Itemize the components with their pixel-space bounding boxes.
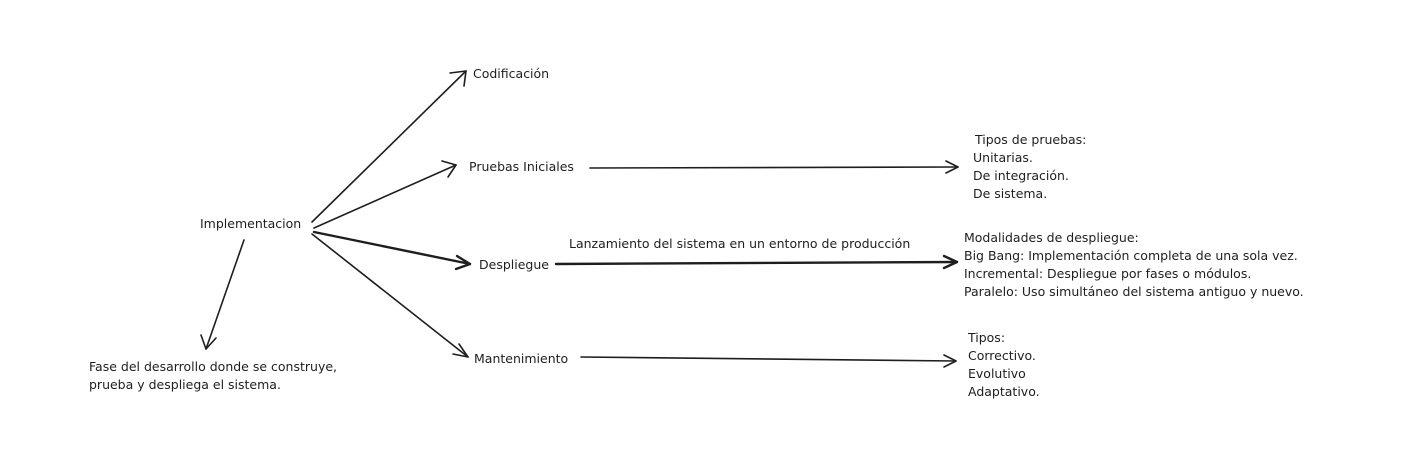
node-despliegue: Despliegue — [479, 257, 549, 272]
arrow-root-to-mantenimiento — [311, 233, 469, 358]
arrow-pruebas-to-details — [589, 160, 959, 174]
despliegue-item: Paralelo: Uso simultáneo del sistema ant… — [964, 284, 1304, 299]
mantenimiento-item: Evolutivo — [968, 366, 1026, 381]
node-mantenimiento: Mantenimiento — [474, 351, 569, 366]
despliegue-heading: Modalidades de despliegue: — [964, 230, 1139, 245]
mantenimiento-item: Adaptativo. — [968, 384, 1040, 399]
node-codificacion: Codificación — [473, 66, 550, 81]
despliegue-details: Modalidades de despliegue: Big Bang: Imp… — [964, 229, 1304, 301]
despliegue-item: Incremental: Despliegue por fases o módu… — [964, 266, 1252, 281]
mantenimiento-item: Correctivo. — [968, 348, 1036, 363]
pruebas-heading: Tipos de pruebas: — [975, 132, 1087, 147]
arrow-mantenimiento-to-details — [580, 354, 957, 368]
node-description: Fase del desarrollo donde se construye, … — [89, 358, 337, 394]
arrow-root-to-codificacion — [311, 70, 467, 223]
pruebas-item: Unitarias. — [973, 150, 1033, 165]
arrow-despliegue-to-details — [554, 254, 959, 270]
node-implementacion: Implementacion — [200, 216, 302, 231]
arrow-root-to-pruebas — [313, 160, 457, 229]
pruebas-item: De integración. — [973, 168, 1069, 183]
description-line-2: prueba y despliega el sistema. — [89, 377, 281, 392]
node-pruebas-iniciales: Pruebas Iniciales — [469, 159, 574, 174]
arrow-root-to-despliegue — [312, 230, 472, 271]
description-line-1: Fase del desarrollo donde se construye, — [89, 359, 338, 374]
pruebas-item: De sistema. — [973, 186, 1048, 201]
pruebas-details: Tipos de pruebas: Unitarias. De integrac… — [973, 131, 1086, 203]
despliegue-item: Big Bang: Implementación completa de una… — [964, 248, 1298, 263]
edge-label-despliegue: Lanzamiento del sistema en un entorno de… — [569, 236, 911, 251]
arrow-root-to-description — [200, 239, 245, 350]
mantenimiento-details: Tipos: Correctivo. Evolutivo Adaptativo. — [968, 329, 1040, 401]
mantenimiento-heading: Tipos: — [968, 330, 1006, 345]
